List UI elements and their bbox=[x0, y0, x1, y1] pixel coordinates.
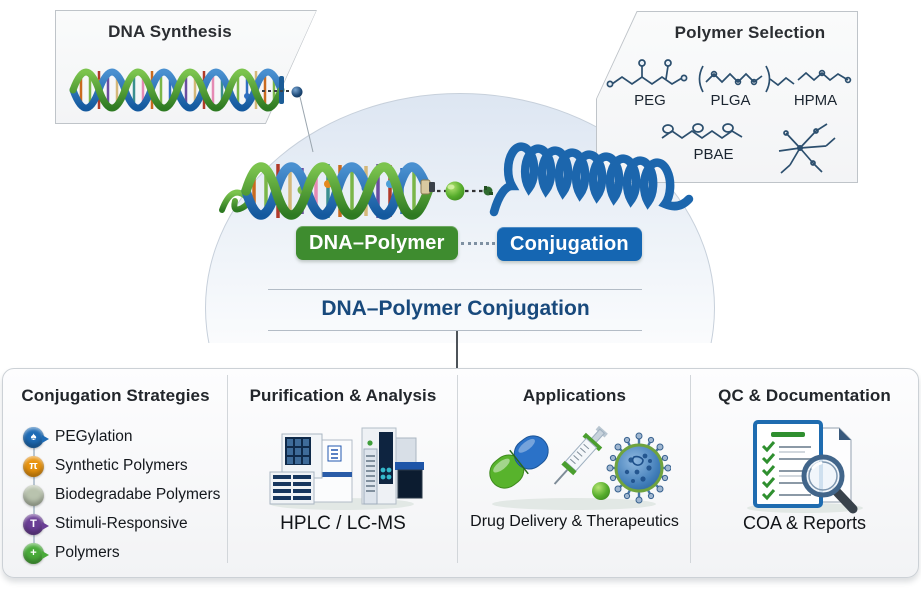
drug-delivery-icon bbox=[488, 425, 671, 510]
section-purification-analysis: Purification & Analysis bbox=[228, 369, 458, 577]
virus-icon bbox=[606, 432, 671, 504]
section-title: Applications bbox=[522, 386, 627, 405]
section-title: Conjugation Strategies bbox=[21, 386, 210, 405]
title-rule-top bbox=[268, 289, 642, 290]
polymer-label-pbae: PBAE bbox=[693, 146, 734, 163]
polymers-pin-icon: + bbox=[23, 542, 49, 564]
title-rule-bottom bbox=[268, 330, 642, 331]
qc-caption: COA & Reports bbox=[742, 513, 867, 533]
hplc-instruments-icon bbox=[269, 427, 424, 510]
dna-polymer-badge: DNA–Polymer bbox=[296, 226, 458, 260]
vertical-connector-line bbox=[456, 331, 458, 368]
strategy-label: Stimuli-Responsive bbox=[55, 515, 188, 532]
polymer-selection-title: Polymer Selection bbox=[674, 23, 826, 42]
section-conjugation-strategies: Conjugation Strategies ♠ PEGylation π bbox=[3, 369, 228, 577]
pegylation-pin-icon: ♠ bbox=[23, 426, 49, 448]
badge-dotted-connector bbox=[461, 242, 495, 245]
section-title: Purification & Analysis bbox=[249, 386, 437, 405]
section-applications: Applications bbox=[458, 369, 691, 577]
purification-caption: HPLC / LC-MS bbox=[280, 513, 406, 534]
polymer-label-peg: PEG bbox=[634, 92, 666, 109]
applications-caption: Drug Delivery & Therapeutics bbox=[470, 513, 679, 530]
section-title: QC & Documentation bbox=[718, 386, 891, 405]
synthetic-polymers-pin-icon: π bbox=[23, 455, 44, 477]
section-qc-documentation: QC & Documentation bbox=[691, 369, 918, 577]
strategy-label: Polymers bbox=[55, 544, 120, 561]
biodegradable-polymers-pin-icon bbox=[23, 484, 44, 506]
bottom-panel: Conjugation Strategies ♠ PEGylation π bbox=[2, 368, 919, 578]
list-item: + Polymers bbox=[23, 542, 220, 564]
stimuli-responsive-pin-icon: T bbox=[23, 513, 49, 535]
checklist-magnifier-icon bbox=[746, 420, 863, 514]
main-title: DNA–Polymer Conjugation bbox=[321, 297, 590, 320]
strategy-label: PEGylation bbox=[55, 428, 133, 445]
polymer-label-hpma: HPMA bbox=[793, 92, 838, 109]
list-item: π Synthetic Polymers bbox=[23, 455, 220, 477]
conjugation-badge: Conjugation bbox=[497, 227, 642, 261]
list-item: Biodegradabe Polymers bbox=[23, 484, 220, 506]
strategy-label: Biodegradabe Polymers bbox=[55, 486, 221, 503]
list-item: T Stimuli-Responsive bbox=[23, 513, 220, 535]
list-item: ♠ PEGylation bbox=[23, 426, 220, 448]
strategy-label: Synthetic Polymers bbox=[55, 457, 188, 474]
dna-synthesis-title: DNA Synthesis bbox=[108, 22, 232, 41]
polymer-label-plga: PLGA bbox=[710, 92, 751, 109]
